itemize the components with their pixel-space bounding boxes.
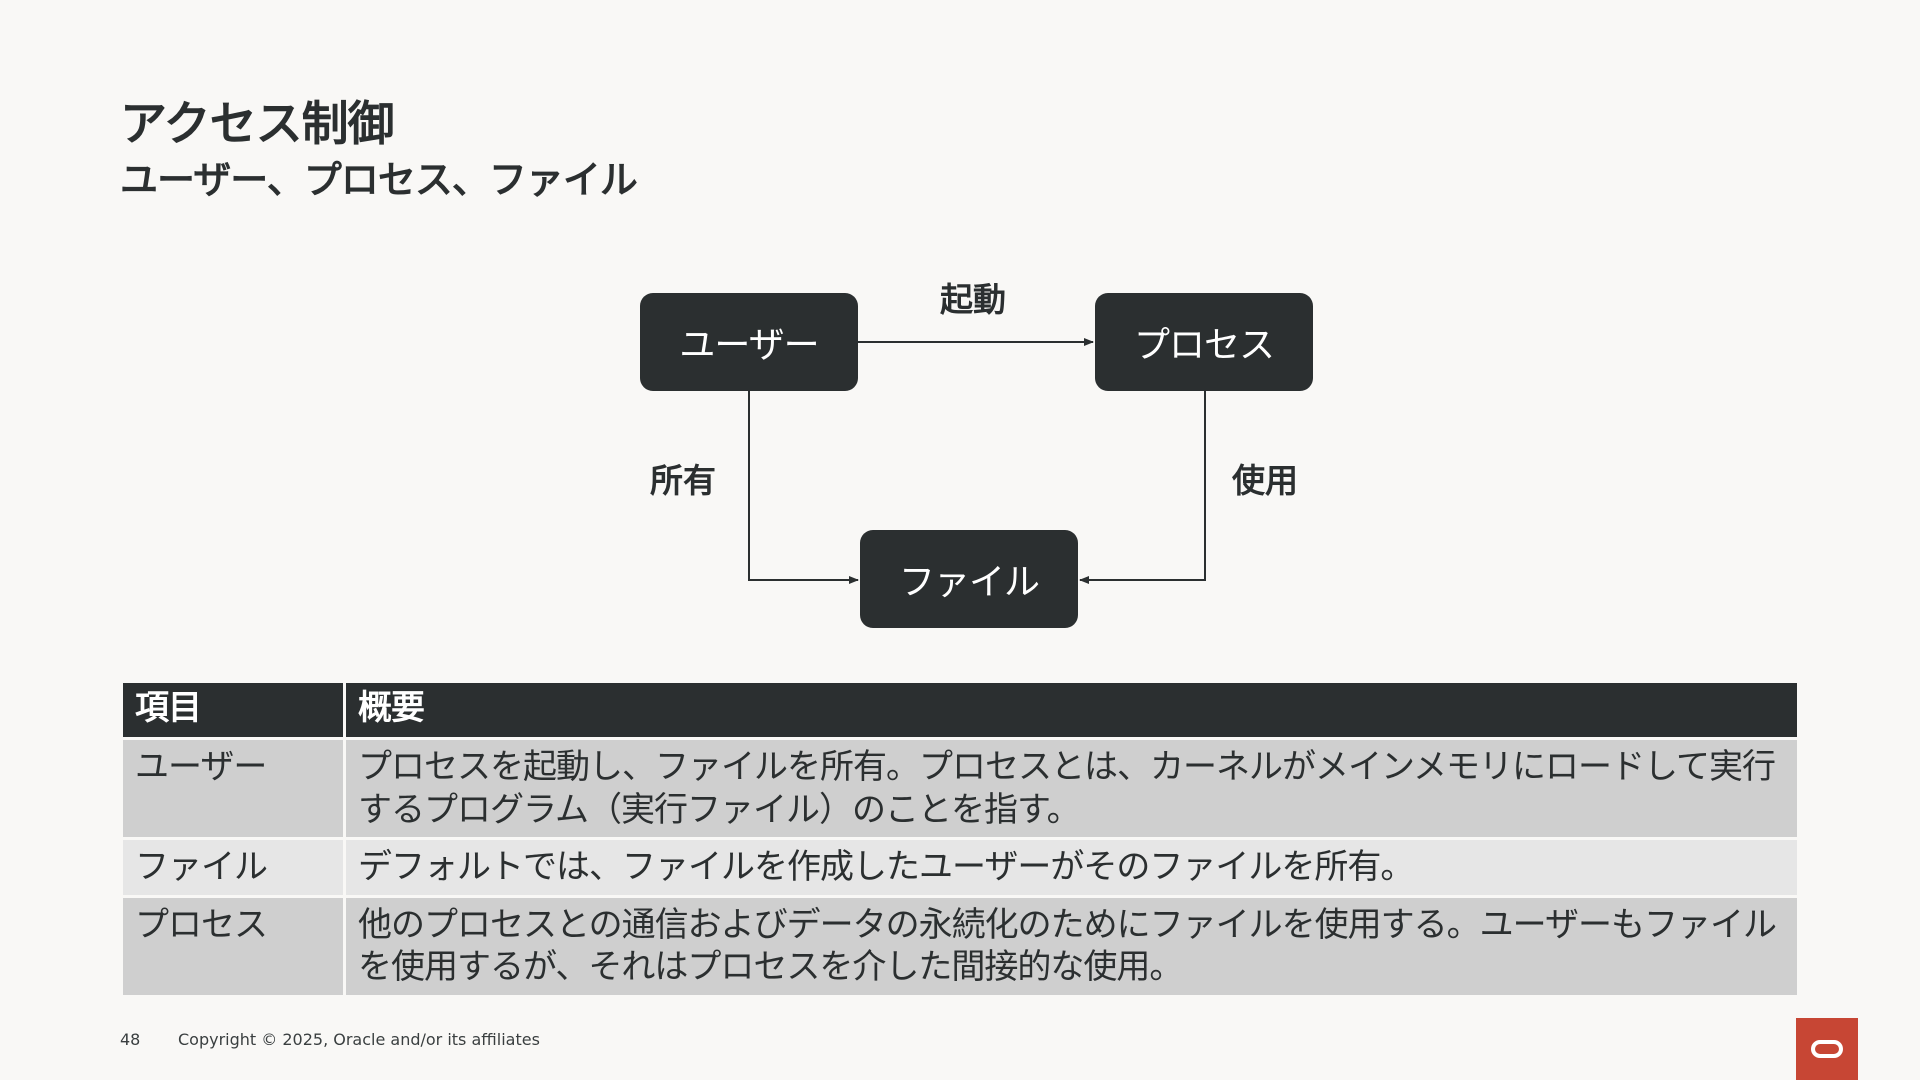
copyright-text: Copyright © 2025, Oracle and/or its affi… xyxy=(178,1030,540,1049)
table-row: ユーザー プロセスを起動し、ファイルを所有。プロセスとは、カーネルがメインメモリ… xyxy=(120,737,1800,840)
page-title: アクセス制御 xyxy=(120,97,395,152)
edge-use-line xyxy=(1079,391,1206,584)
table-row: ファイル デフォルトでは、ファイルを作成したユーザーがそのファイルを所有。 xyxy=(120,837,1800,898)
logo-ring xyxy=(1811,1040,1843,1058)
diagram-node-process: プロセス xyxy=(1095,293,1313,391)
page-number: 48 xyxy=(120,1030,141,1049)
table-cell-item: ユーザー xyxy=(120,737,346,840)
table-cell-summary: 他のプロセスとの通信およびデータの永続化のためにファイルを使用する。ユーザーもフ… xyxy=(343,894,1800,998)
table-header-summary: 概要 xyxy=(343,680,1800,740)
summary-table: 項目 概要 ユーザー プロセスを起動し、ファイルを所有。プロセスとは、カーネルが… xyxy=(120,680,1800,998)
edge-own-line xyxy=(748,391,859,584)
edge-label-start: 起動 xyxy=(940,280,1006,319)
table-cell-summary: デフォルトでは、ファイルを作成したユーザーがそのファイルを所有。 xyxy=(343,837,1800,898)
diagram-node-user: ユーザー xyxy=(640,293,858,391)
table-cell-summary: プロセスを起動し、ファイルを所有。プロセスとは、カーネルがメインメモリにロードし… xyxy=(343,737,1800,840)
table-header-item: 項目 xyxy=(120,680,346,740)
table-cell-item: プロセス xyxy=(120,894,346,998)
table-header-row: 項目 概要 xyxy=(120,680,1800,740)
table-row: プロセス 他のプロセスとの通信およびデータの永続化のためにファイルを使用する。ユ… xyxy=(120,894,1800,998)
diagram-node-file: ファイル xyxy=(860,530,1078,628)
edge-label-use: 使用 xyxy=(1232,461,1298,500)
oracle-logo-icon xyxy=(1796,1018,1858,1080)
edge-label-own: 所有 xyxy=(650,461,716,500)
table-cell-item: ファイル xyxy=(120,837,346,898)
page-subtitle: ユーザー、プロセス、ファイル xyxy=(120,158,638,202)
